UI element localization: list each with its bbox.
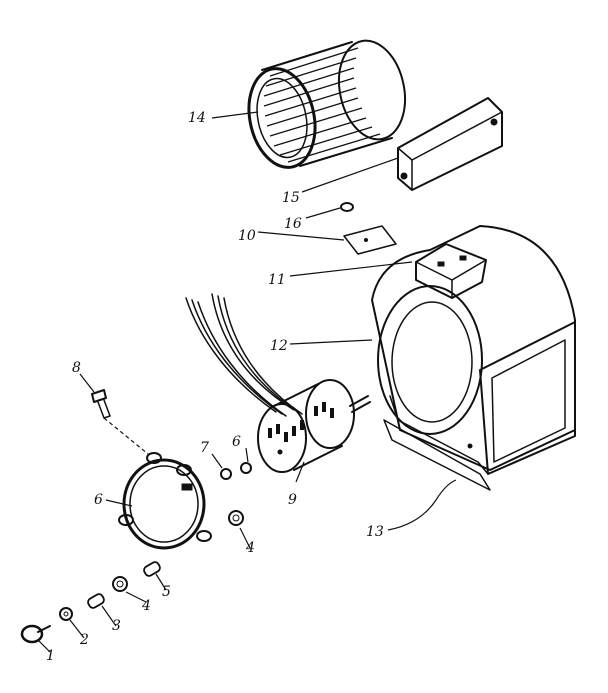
blower-wheel [247, 39, 406, 169]
grommet-lower [112, 576, 128, 592]
callout-4a: 4 [245, 540, 255, 556]
callout-15: 14 [188, 110, 206, 126]
cutoff-plate [397, 97, 503, 191]
bolt [91, 389, 111, 419]
screw [20, 624, 51, 644]
spacer [143, 561, 161, 577]
motor [185, 293, 371, 473]
hub-nut [340, 202, 354, 212]
callout-16: 15 [282, 190, 300, 206]
motor-mount-bracket [415, 243, 487, 299]
callout-8: 7 [200, 440, 209, 456]
leader-lines [37, 111, 457, 653]
callouts: 14 15 16 10 11 12 13 9 8 7 6 6 4 5 4 3 2… [46, 110, 384, 664]
motor-mounting-ring [118, 452, 212, 550]
callout-14: 13 [366, 524, 384, 540]
callout-1: 1 [46, 648, 55, 664]
callout-4b: 4 [141, 598, 151, 614]
callout-2: 2 [79, 632, 89, 648]
blower-housing [371, 225, 576, 491]
callout-5: 5 [162, 584, 171, 600]
callout-9: 8 [72, 360, 81, 376]
callout-13: 12 [270, 338, 288, 354]
sleeve [87, 593, 105, 609]
callout-6: 6 [94, 492, 103, 508]
callout-12: 11 [268, 272, 286, 288]
callout-11: 10 [238, 228, 256, 244]
callout-7: 6 [232, 434, 241, 450]
washer [59, 607, 73, 621]
callout-17: 16 [284, 216, 302, 232]
callout-3: 3 [112, 618, 121, 634]
grommet-upper [228, 510, 244, 526]
callout-10: 9 [288, 492, 297, 508]
nut [240, 462, 252, 474]
lock-washer [220, 468, 232, 480]
mounting-plate [343, 225, 397, 255]
